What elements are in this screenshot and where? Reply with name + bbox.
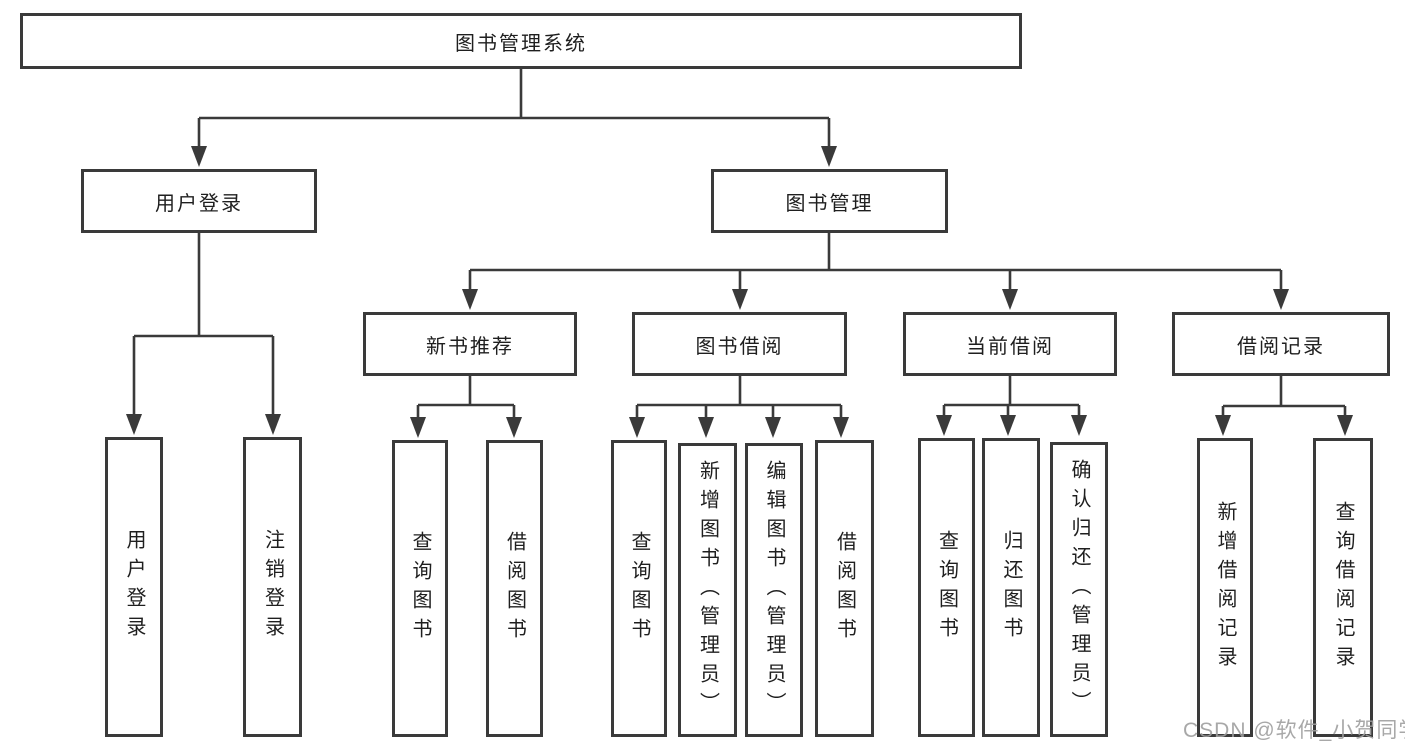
arrow-icon xyxy=(265,414,281,435)
connector-current-borrowing xyxy=(942,376,1081,418)
csdn-watermark: CSDN @软件_小贺同学 xyxy=(1183,719,1405,742)
arrow-icon xyxy=(1273,289,1289,310)
arrow-icon xyxy=(1215,415,1231,436)
node-user-login-leaf: 用户登录 xyxy=(105,437,163,737)
node-confirm-return-admin: 确认归还（管理员） xyxy=(1050,442,1108,737)
arrow-icon xyxy=(732,289,748,310)
arrow-icon xyxy=(629,417,645,438)
node-new-book-recommendation: 新书推荐 xyxy=(363,312,577,376)
node-query-books-borrowing: 查询图书 xyxy=(611,440,667,737)
arrow-icon xyxy=(1002,289,1018,310)
arrow-icon xyxy=(410,417,426,438)
arrow-icon xyxy=(462,289,478,310)
node-book-borrowing: 图书借阅 xyxy=(632,312,847,376)
node-query-books-current: 查询图书 xyxy=(918,438,975,737)
arrow-icon xyxy=(765,417,781,438)
arrow-icon xyxy=(821,146,837,167)
node-user-login: 用户登录 xyxy=(81,169,317,233)
node-query-books-recommend: 查询图书 xyxy=(392,440,448,737)
node-add-borrow-record: 新增借阅记录 xyxy=(1197,438,1253,737)
arrow-icon xyxy=(506,417,522,438)
connector-book-management xyxy=(468,232,1283,292)
node-current-borrowing: 当前借阅 xyxy=(903,312,1117,376)
node-add-books-admin: 新增图书（管理员） xyxy=(678,443,737,737)
arrow-icon xyxy=(126,414,142,435)
node-borrowing-records: 借阅记录 xyxy=(1172,312,1390,376)
node-book-management: 图书管理 xyxy=(711,169,948,233)
arrow-icon xyxy=(191,146,207,167)
node-query-borrow-record: 查询借阅记录 xyxy=(1313,438,1373,737)
connector-root xyxy=(197,68,831,149)
arrow-icon xyxy=(1000,415,1016,436)
arrow-icon xyxy=(1337,415,1353,436)
connector-new-book xyxy=(416,376,516,420)
arrow-icon xyxy=(833,417,849,438)
connector-book-borrowing xyxy=(635,376,843,420)
arrow-icon xyxy=(698,417,714,438)
node-edit-books-admin: 编辑图书（管理员） xyxy=(745,443,803,737)
node-logout-leaf: 注销登录 xyxy=(243,437,302,737)
node-return-books: 归还图书 xyxy=(982,438,1040,737)
connector-borrowing-records xyxy=(1221,376,1347,418)
node-borrow-books-recommend: 借阅图书 xyxy=(486,440,543,737)
arrow-icon xyxy=(936,415,952,436)
node-library-management-system: 图书管理系统 xyxy=(20,13,1022,69)
arrow-icon xyxy=(1071,415,1087,436)
connector-user-login xyxy=(132,232,275,417)
node-borrow-books-leaf: 借阅图书 xyxy=(815,440,874,737)
